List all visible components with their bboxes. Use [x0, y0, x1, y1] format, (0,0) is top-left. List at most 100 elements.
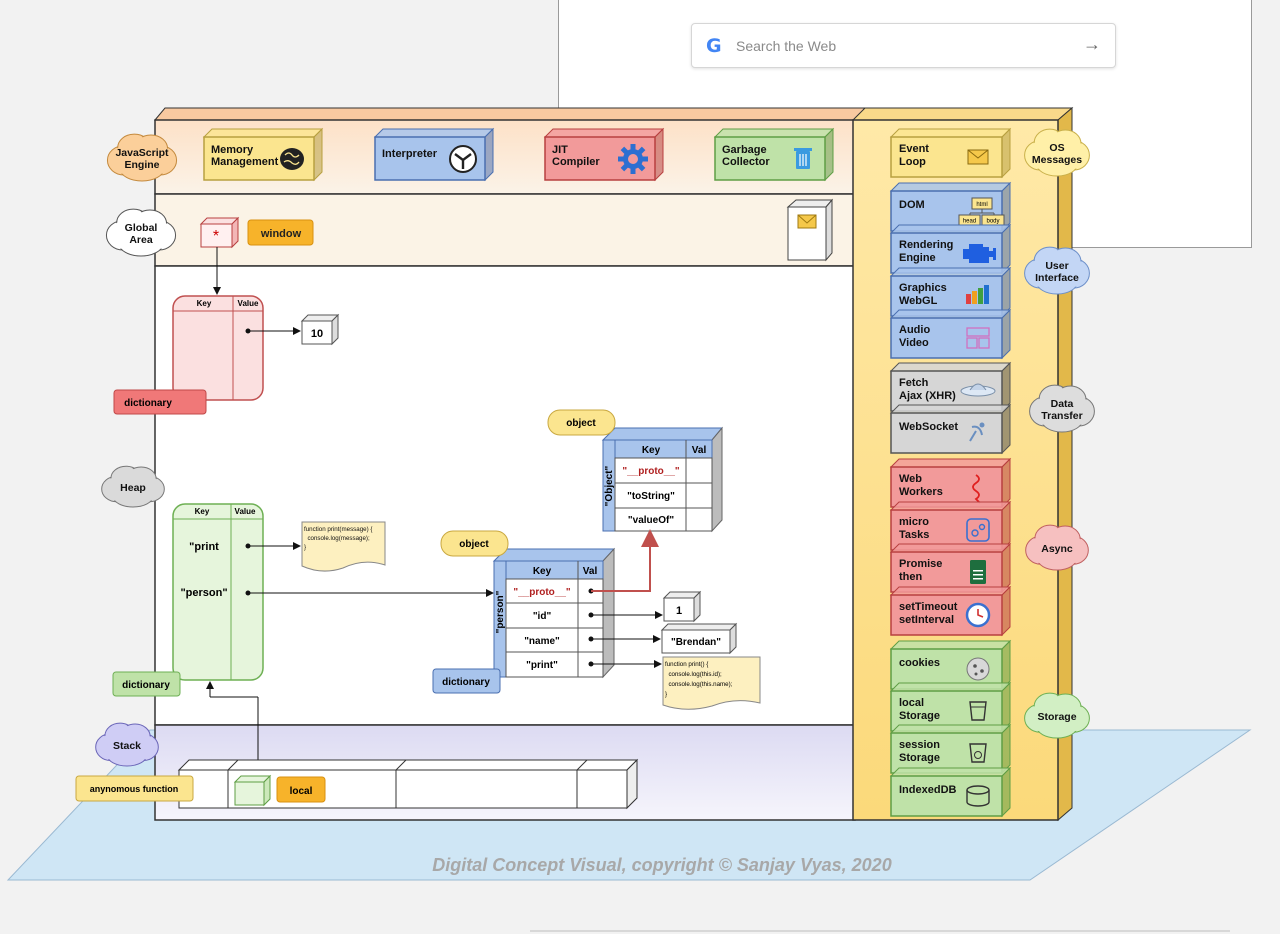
print-method-note [662, 656, 761, 710]
person-table-val-header: Val [583, 566, 598, 577]
bottom-strip [530, 930, 1230, 932]
async-cloud-label: Async [1041, 543, 1073, 555]
storage-cloud-label: Storage [1037, 711, 1076, 723]
settimeout-label: setTimeout [899, 601, 958, 613]
clock-icon [965, 602, 991, 628]
value-10-cube: 10 [300, 313, 340, 346]
value-brendan: "Brendan" [671, 637, 721, 648]
session-storage-label: session [899, 739, 940, 751]
copyright-text: Digital Concept Visual, copyright © Sanj… [432, 855, 891, 875]
print-method-note-line-4: } [665, 691, 667, 698]
print-function-note-line-2: console.log(message); [304, 535, 370, 542]
object-tag-1: object [566, 418, 596, 429]
person-dict-label-pill [432, 668, 501, 694]
print-function-note [301, 521, 386, 572]
dict2-value-header: Value [235, 507, 256, 516]
web-search-bar[interactable]: G Search the Web → [691, 23, 1116, 68]
person-dict-label: dictionary [442, 677, 490, 688]
object-row-proto: "__proto__" [622, 466, 680, 477]
sheet-icon [970, 560, 986, 584]
global-area-cloud-label: Global [125, 222, 158, 234]
antenna-icon [969, 422, 985, 442]
search-input[interactable]: Search the Web [736, 38, 837, 54]
stack-cloud-label: Stack [113, 740, 141, 752]
person-row-id: "id" [533, 611, 552, 622]
async-cloud: Async [1025, 524, 1089, 571]
floor-plane [6, 729, 1252, 881]
graphics-webgl-label: Graphics [899, 282, 947, 294]
js-engine-cloud-label: Engine [124, 159, 159, 171]
object-table-val-header: Val [692, 445, 707, 456]
user-interface-cloud-label: User [1045, 260, 1068, 272]
promise-then-label: Promise [899, 558, 942, 570]
data-transfer-cloud-label: Transfer [1041, 410, 1082, 422]
print-function-note-line-1: function print(message) { [304, 526, 372, 533]
satellite-icon [960, 383, 996, 397]
object-row-tostring: "toString" [627, 491, 675, 502]
indexeddb-box: IndexedDB [889, 766, 1012, 818]
memory-management-label: Management [211, 156, 279, 168]
object-tag-2-pill [440, 530, 509, 557]
print-function-note-line-3: } [304, 544, 306, 551]
micro-tasks-label: micro [899, 516, 929, 528]
dict1-label-pill [113, 389, 207, 415]
person-row-name: "name" [524, 636, 560, 647]
audio-video-label: Video [899, 337, 929, 349]
stack-cloud: Stack [95, 722, 159, 767]
bucket-gear-icon [969, 743, 987, 763]
dictionary-green: Key Value "print "person" [172, 503, 264, 681]
dictionary-red: Key Value [172, 295, 264, 401]
object-prototype-table: Key Val "__proto__" "toString" "valueOf"… [601, 426, 724, 533]
promise-then-label: then [899, 571, 923, 583]
tasks-icon [966, 518, 990, 542]
dict1-key-header: Key [197, 299, 212, 308]
heap-cloud: Heap [101, 465, 165, 508]
global-object-cube: * [199, 216, 240, 249]
fork-icon [449, 145, 477, 173]
proto-chain-arrow [591, 529, 659, 592]
cookie-icon [966, 657, 990, 681]
interpreter-label: Interpreter [382, 148, 438, 160]
print-method-note-line-1: function print() { [665, 661, 708, 668]
interpreter-box: Interpreter [373, 127, 495, 182]
global-star-icon: * [213, 228, 219, 245]
graphics-webgl-label: WebGL [899, 295, 938, 307]
dict2-row-person: "person" [180, 587, 227, 599]
squiggle-icon [972, 474, 981, 504]
person-row-proto: "__proto__" [513, 587, 571, 598]
data-transfer-cloud-label: Data [1051, 398, 1074, 410]
memory-management-label: Memory [211, 144, 254, 156]
bars-icon [966, 285, 989, 304]
heap-area [154, 265, 856, 726]
search-arrow-icon[interactable]: → [1083, 34, 1101, 54]
web-workers-label: Web [899, 473, 922, 485]
dict1-label: dictionary [124, 398, 172, 409]
dict2-label: dictionary [122, 680, 170, 691]
local-storage-label: local [899, 697, 924, 709]
fetch-ajax-label: Fetch [899, 377, 929, 389]
audio-video-label: Audio [899, 324, 930, 336]
cookies-label: cookies [899, 657, 940, 669]
object-tag-1-pill [547, 409, 616, 436]
object-table-key-header: Key [642, 445, 661, 456]
window-label-pill [247, 219, 314, 246]
settimeout-label: setInterval [899, 614, 954, 626]
dict2-key-header: Key [195, 507, 210, 516]
dict1-value-header: Value [238, 299, 259, 308]
print-method-note-line-3: console.log(this.name); [665, 681, 733, 688]
object-tag-2: object [459, 539, 489, 550]
websocket-box: WebSocket [889, 403, 1012, 455]
google-logo-icon: G [706, 35, 722, 57]
value-10: 10 [311, 328, 323, 340]
person-table-key-header: Key [533, 566, 552, 577]
print-method-note-line-2: console.log(this.id); [665, 671, 722, 678]
